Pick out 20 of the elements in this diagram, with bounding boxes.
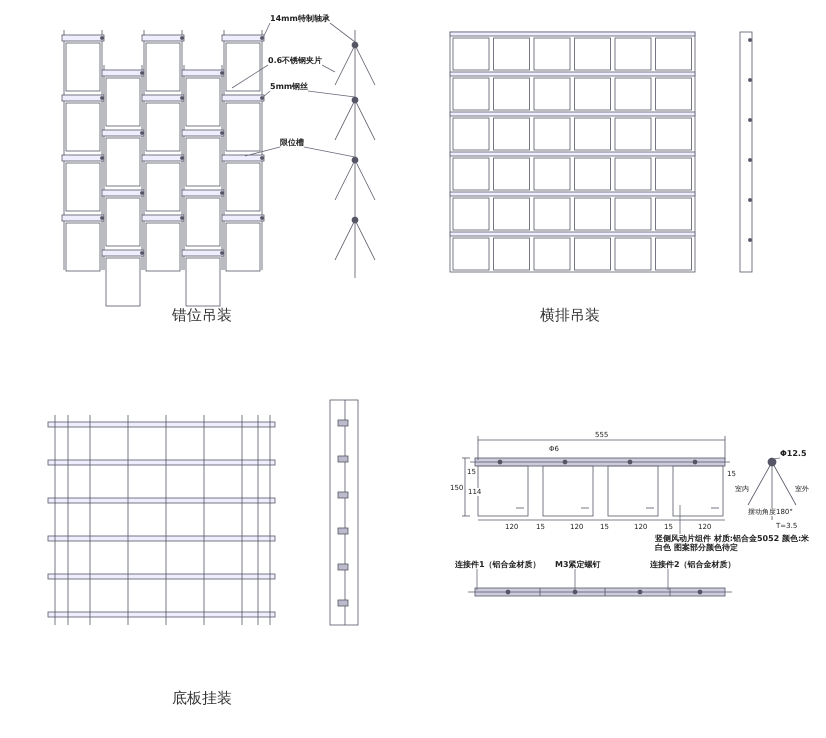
leader-line — [262, 90, 270, 98]
callout-text: 5mm钢丝 — [270, 82, 308, 92]
panel-caption: 横排吊装 — [540, 307, 600, 324]
callout-text: M3紧定螺钉 — [555, 560, 601, 570]
leader-line — [772, 458, 780, 460]
panel-caption: 错位吊装 — [172, 307, 232, 324]
leader-line — [308, 90, 356, 98]
callout-text: 14mm特制轴承 — [270, 14, 330, 24]
callout-text: 限位槽 — [280, 138, 304, 148]
callout-text: Φ12.5 — [780, 449, 807, 458]
leader-line — [244, 146, 280, 156]
leader-line — [304, 146, 356, 158]
leader-line — [330, 22, 356, 42]
leader-line — [262, 22, 270, 40]
leader-line — [232, 64, 268, 88]
leader-line — [574, 568, 576, 590]
callout-text: 0.6不锈钢夹片 — [268, 56, 322, 66]
leader-line — [322, 64, 336, 72]
leader-line — [476, 568, 478, 590]
panel-caption: 底板挂装 — [172, 690, 232, 708]
